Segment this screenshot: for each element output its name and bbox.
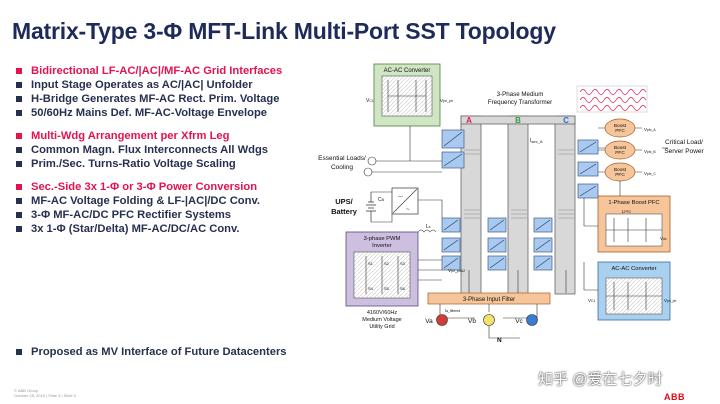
single-phase-boost-pfc-label: 1-Phase Boost PFC [608,200,659,206]
source-vb-icon [483,314,495,326]
v-dc-label: Vdc [660,236,667,241]
filtered-current-label: Ia_filtered [445,308,460,313]
source-va-label: Va [425,318,433,325]
bullet-square-icon [16,226,22,232]
ac-ac-converter-top [373,63,441,127]
source-va-icon [436,314,448,326]
transformer-windings [464,149,574,219]
pwm-switch-s5: S5 [384,286,390,291]
l-pfc-label: LPFC [622,209,632,214]
mf-waveform-box [576,85,648,113]
bullet-item: 3x 1-Φ (Star/Delta) MF-AC/DC/AC Conv. [10,222,330,236]
bullet-square-icon [16,68,22,74]
critical-load-label: Critical Load/Server Power [664,139,704,155]
essential-loads-label: Essential Loads/Cooling [318,155,366,171]
dc-dc-symbol: — [398,194,403,200]
bullet-item: MF-AC Voltage Folding & LF-|AC|/DC Conv. [10,194,330,208]
v-pfc-a-label: Vpfc_A [644,127,656,132]
bullet-group-2: Multi-Wdg Arrangement per Xfrm Leg Commo… [10,129,330,171]
bullet-square-icon [16,212,22,218]
bullet-group-1: Bidirectional LF-AC/|AC|/MF-AC Grid Inte… [10,64,330,120]
v-pfc-c-label: Vpfc_C [644,171,656,176]
v-c2-label: VC1 [588,298,595,303]
neutral-label: N [497,337,502,344]
ups-battery-label: UPS/Battery [331,197,358,216]
v-pfc-b-label: Vpfc_B [644,149,656,154]
pwm-inverter [345,231,419,307]
bullet-square-icon [16,161,22,167]
bullet-item: H-Bridge Generates MF-AC Rect. Prim. Vol… [10,92,330,106]
secondary-current-label: Isec_A [530,138,543,144]
phase-b-label: B [515,116,521,125]
ac-ac-converter-top-label: AC-AC Converter [384,68,431,74]
secondary-wires [583,147,605,291]
pwm-switch-s2: S2 [384,261,390,266]
bullet-item: Bidirectional LF-AC/|AC|/MF-AC Grid Inte… [10,64,330,78]
pwm-switch-s1: S1 [368,261,374,266]
phase-c-label: C [563,116,569,125]
bullet-square-icon [16,147,22,153]
primary-voltage-label: Vpri_phA2 [448,268,465,273]
watermark: 知乎 @爱在七夕时 [538,371,663,388]
source-vc-label: Vc [515,318,523,325]
c-b-label: CB [378,197,385,203]
slide-title: Matrix-Type 3-Φ MFT-Link Multi-Port SST … [12,18,556,44]
bullet-square-icon [16,96,22,102]
bullet-item: 50/60Hz Mains Def. MF-AC-Voltage Envelop… [10,106,330,120]
v-pri-b-label: Vpri_ph [664,298,677,303]
load-circle-icon [363,156,377,177]
slide-footer: © ABB Group October 28, 2015 | Slide 3 |… [14,388,76,398]
phase-a-label: A [466,116,472,125]
pwm-switch-s4: S4 [368,286,374,291]
v-pri-label: Vpri_ph [440,98,453,103]
bullet-square-icon [16,198,22,204]
inductor-ls [417,229,437,233]
bullet-list: Bidirectional LF-AC/|AC|/MF-AC Grid Inte… [10,64,330,245]
bullet-item: Common Magn. Flux Interconnects All Wdgs [10,143,330,157]
transformer-core [460,115,576,295]
bullet-square-icon [16,349,22,355]
single-phase-boost-pfc [597,195,671,253]
bullet-item: Input Stage Operates as AC/|AC| Unfolder [10,78,330,92]
winding-cell-diagonals [443,131,597,269]
filter-vertical-wires [468,270,567,293]
inverter-to-xfrm-wires [418,259,442,281]
battery-wires [371,191,443,223]
ac-ac-converter-bottom-label: AC-AC Converter [611,266,656,272]
pwm-switch-s6: S6 [400,286,406,291]
bullet-item: 3-Φ MF-AC/DC PFC Rectifier Systems [10,208,330,222]
input-filter-label: 3-Phase Input Filter [463,297,515,303]
bullet-group-3: Sec.-Side 3x 1-Φ or 3-Φ Power Conversion… [10,180,330,236]
bullet-item: Prim./Sec. Turns-Ratio Voltage Scaling [10,157,330,171]
bullet-square-icon [16,110,22,116]
pwm-switch-s3: S3 [400,261,406,266]
pfc-wires [598,127,642,196]
l-s-label: Ls [426,224,431,230]
bullet-square-icon [16,133,22,139]
bullet-square-icon [16,184,22,190]
bottom-bullet: Proposed as MV Interface of Future Datac… [10,345,287,359]
ac-ac-converter-bottom [597,261,671,321]
bullet-item: Sec.-Side 3x 1-Φ or 3-Φ Power Conversion [10,180,330,194]
bullet-item: Multi-Wdg Arrangement per Xfrm Leg [10,129,330,143]
v-c1-label: VC1 [366,98,374,104]
abb-logo: ABB [664,392,685,402]
bullet-square-icon [16,82,22,88]
source-vc-icon [526,314,538,326]
source-vb-label: Vb [468,318,476,325]
ac-symbol: ~ [406,207,410,213]
load-wires [372,126,442,173]
dc-dc-diagonal [392,188,418,214]
battery-icon [366,192,376,222]
